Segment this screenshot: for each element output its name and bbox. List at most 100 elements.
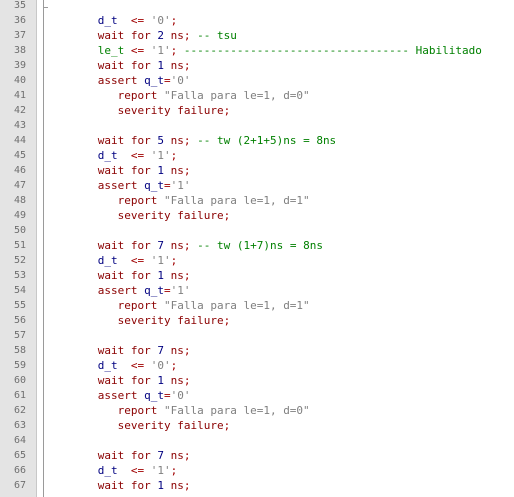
code-line[interactable]: 62 report "Falla para le=1, d=0" [0, 403, 514, 418]
line-number: 62 [13, 405, 26, 416]
code-token [58, 254, 98, 267]
code-line[interactable]: 36 d_t <= '0'; [0, 13, 514, 28]
code-token [58, 74, 98, 87]
code-token [58, 14, 98, 27]
code-line[interactable]: 41 report "Falla para le=1, d=0" [0, 88, 514, 103]
code-token: ; [183, 449, 191, 462]
code-line[interactable]: 39 wait for 1 ns; [0, 58, 514, 73]
code-line[interactable]: 35 [0, 0, 514, 13]
line-number-gutter [0, 0, 37, 497]
code-line[interactable]: 66 d_t <= '1'; [0, 463, 514, 478]
code-line[interactable]: 50 [0, 223, 514, 238]
code-token [58, 59, 98, 72]
code-token: ns [170, 344, 184, 357]
code-token: severity failure [117, 314, 224, 327]
code-line[interactable]: 64 [0, 433, 514, 448]
line-number: 58 [13, 345, 26, 356]
code-line[interactable]: 57 [0, 328, 514, 343]
code-token: q_t [137, 74, 164, 87]
code-token: ns [170, 59, 184, 72]
code-token: severity failure [117, 419, 224, 432]
code-line[interactable]: 48 report "Falla para le=1, d=1" [0, 193, 514, 208]
code-token: ; [183, 164, 191, 177]
line-number: 54 [13, 285, 26, 296]
code-line[interactable]: 61 assert q_t='0' [0, 388, 514, 403]
code-token [58, 284, 98, 297]
line-number: 57 [13, 330, 26, 341]
code-line[interactable]: 60 wait for 1 ns; [0, 373, 514, 388]
code-line[interactable]: 43 [0, 118, 514, 133]
code-line[interactable]: 56 severity failure; [0, 313, 514, 328]
code-token [58, 134, 98, 147]
line-number: 55 [13, 300, 26, 311]
line-content: severity failure; [58, 208, 231, 223]
line-number: 35 [13, 0, 26, 11]
code-token: report [117, 299, 158, 312]
code-token [58, 344, 98, 357]
code-line[interactable]: 47 assert q_t='1' [0, 178, 514, 193]
code-token: wait for [97, 344, 151, 357]
code-line[interactable]: 63 severity failure; [0, 418, 514, 433]
code-token: 7 [150, 239, 171, 252]
code-line[interactable]: 51 wait for 7 ns; -- tw (1+7)ns = 8ns [0, 238, 514, 253]
line-number: 37 [13, 30, 26, 41]
code-line[interactable]: 45 d_t <= '1'; [0, 148, 514, 163]
line-content: wait for 7 ns; -- tw (1+7)ns = 8ns [58, 238, 323, 253]
code-token: ; [170, 254, 178, 267]
code-token: ; [183, 239, 198, 252]
code-line[interactable]: 37 wait for 2 ns; -- tsu [0, 28, 514, 43]
line-content: wait for 1 ns; [58, 268, 191, 283]
line-number: 49 [13, 210, 26, 221]
line-content: report "Falla para le=1, d=1" [58, 193, 310, 208]
line-content: d_t <= '1'; [58, 463, 178, 478]
line-number: 67 [13, 480, 26, 491]
line-content: severity failure; [58, 103, 231, 118]
code-token [58, 314, 118, 327]
code-line[interactable]: 44 wait for 5 ns; -- tw (2+1+5)ns = 8ns [0, 133, 514, 148]
code-token: '1' [150, 254, 171, 267]
code-token: ; [183, 344, 191, 357]
code-line[interactable]: 49 severity failure; [0, 208, 514, 223]
code-line[interactable]: 40 assert q_t='0' [0, 73, 514, 88]
code-token: "Falla para le=1, d=1" [157, 299, 310, 312]
code-line[interactable]: 53 wait for 1 ns; [0, 268, 514, 283]
code-token [58, 464, 98, 477]
line-content: d_t <= '1'; [58, 148, 178, 163]
code-line[interactable]: 55 report "Falla para le=1, d=1" [0, 298, 514, 313]
code-token: ns [170, 29, 184, 42]
code-token: d_t [97, 464, 118, 477]
code-line[interactable]: 58 wait for 7 ns; [0, 343, 514, 358]
line-content: wait for 1 ns; [58, 373, 191, 388]
code-line[interactable]: 52 d_t <= '1'; [0, 253, 514, 268]
code-token: ns [170, 164, 184, 177]
code-line[interactable]: 59 d_t <= '0'; [0, 358, 514, 373]
code-token: '1' [150, 44, 171, 57]
code-line[interactable]: 54 assert q_t='1' [0, 283, 514, 298]
code-token: = [164, 74, 171, 87]
fold-guide-tick [43, 7, 48, 8]
code-line[interactable]: 46 wait for 1 ns; [0, 163, 514, 178]
line-content: wait for 5 ns; -- tw (2+1+5)ns = 8ns [58, 133, 336, 148]
code-token: wait for [97, 134, 151, 147]
line-content: le_t <= '1'; ---------------------------… [58, 43, 482, 58]
line-number: 44 [13, 135, 26, 146]
code-token: report [117, 194, 158, 207]
line-content: d_t <= '1'; [58, 253, 178, 268]
code-token: = [164, 389, 171, 402]
code-token: d_t [97, 254, 118, 267]
line-content: wait for 1 ns; [58, 163, 191, 178]
line-content: wait for 1 ns; [58, 58, 191, 73]
code-line[interactable]: 67 wait for 1 ns; [0, 478, 514, 493]
code-line[interactable]: 65 wait for 7 ns; [0, 448, 514, 463]
code-line[interactable]: 38 le_t <= '1'; ------------------------… [0, 43, 514, 58]
code-line[interactable]: 42 severity failure; [0, 103, 514, 118]
code-token: = [164, 179, 171, 192]
line-content: report "Falla para le=1, d=1" [58, 298, 310, 313]
line-number: 66 [13, 465, 26, 476]
code-token: 2 [150, 29, 171, 42]
code-token: ; [170, 149, 178, 162]
code-token: <= [117, 464, 151, 477]
code-token: 7 [150, 449, 171, 462]
